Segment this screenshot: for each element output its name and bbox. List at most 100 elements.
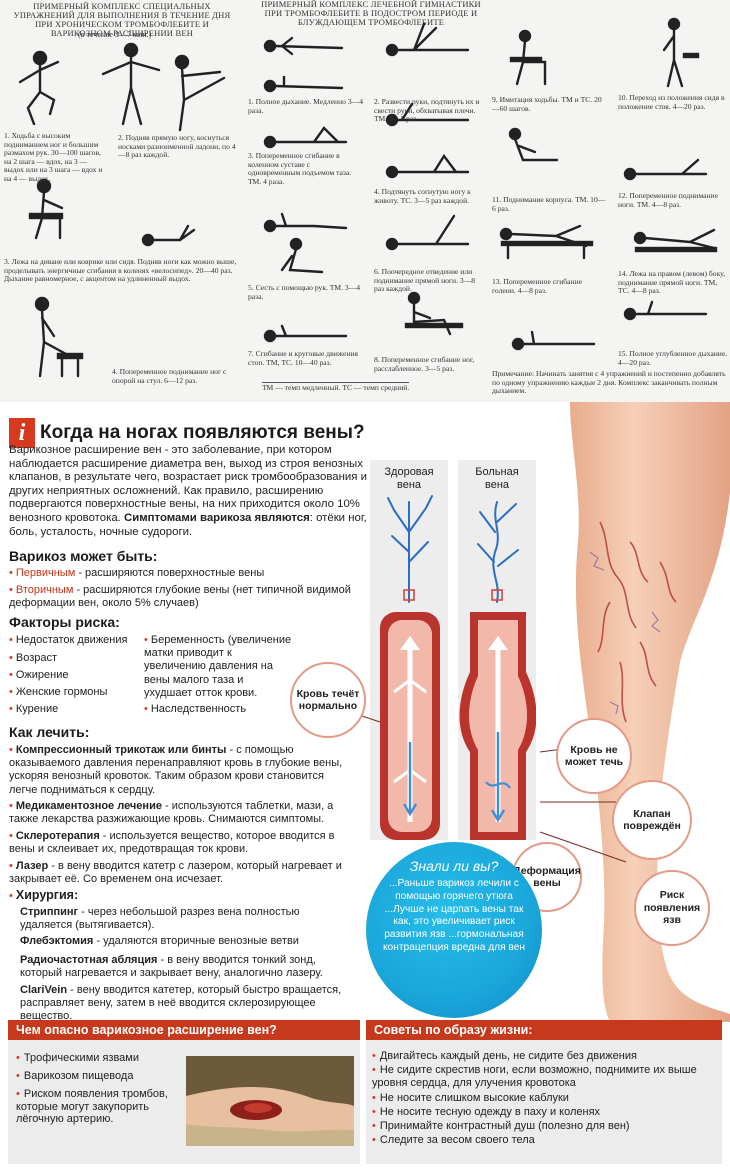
tips-box — [366, 1040, 722, 1164]
exercise-figure — [95, 40, 175, 130]
exercise-sheet: ПРИМЕРНЫЙ КОМПЛЕКС СПЕЦИАЛЬНЫХ УПРАЖНЕНИ… — [0, 0, 730, 402]
bubble-ulcer-risk: Риск появления язв — [634, 870, 710, 946]
exercise-figure — [510, 330, 600, 356]
exercise-figure — [262, 322, 352, 348]
exercise-text: 1. Полное дыхание. Медленно 3—4 раза. — [248, 97, 364, 115]
did-you-know-text: ...Раньше варикоз лечили с помощью горяч… — [382, 878, 526, 953]
exercise-figure — [400, 290, 470, 340]
surgery-text: - через небольшой разрез вена полностью … — [20, 906, 300, 932]
bullet-icon: • — [16, 1052, 20, 1064]
surgery-item: Флебэктомия - удаляются вторичные венозн… — [20, 935, 350, 948]
type-text: - расширяются глубокие вены (нет типично… — [9, 584, 351, 610]
bullet-icon: • — [372, 1064, 376, 1076]
danger-item: •Трофическими язвами — [16, 1052, 176, 1065]
exercise-figure — [10, 48, 70, 128]
exercise-figure — [384, 212, 474, 252]
exercise-text: 3. Попеременное сгибание в коленном суст… — [248, 151, 352, 186]
intro-symptoms-list: : отёки ног, боль, усталость, ночные суд… — [9, 511, 367, 538]
risk-item: •Беременность (увеличение матки приводит… — [144, 634, 294, 700]
exercise-text: 3. Лежа на диване или коврике или сидя. … — [4, 257, 237, 284]
surgery-text: - в вену вводится тонкий зонд, который н… — [20, 954, 323, 980]
tips-heading: Советы по образу жизни: — [366, 1020, 722, 1040]
exercise-text: 2. Подняв прямую ногу, коснуться носками… — [118, 133, 236, 160]
exercise-figure — [262, 120, 352, 150]
bullet-icon: • — [16, 1070, 20, 1082]
risk-heading: Факторы риска: — [9, 614, 120, 630]
right-sheet-header: ПРИМЕРНЫЙ КОМПЛЕКС ЛЕЧЕБНОЙ ГИМНАСТИКИ П… — [261, 0, 481, 27]
risk-item: •Курение — [9, 703, 58, 716]
risk-item: •Недостаток движения — [9, 634, 127, 647]
exercise-text: 10. Переход из положения сидя в положени… — [618, 93, 725, 111]
surgery-term: Флебэктомия — [20, 935, 94, 947]
bullet-icon: • — [9, 634, 13, 646]
type-item: •Вторичным - расширяются глубокие вены (… — [9, 584, 369, 610]
risk-item: •Наследственность — [144, 703, 246, 716]
risk-text: Женские гормоны — [15, 686, 108, 698]
bullet-icon: • — [9, 567, 13, 579]
danger-text: Риском появления тромбов, которые могут … — [16, 1088, 168, 1126]
did-you-know-title: Знали ли вы? — [409, 858, 499, 874]
danger-text: Варикозом пищевода — [23, 1070, 134, 1082]
tempo-legend: ТМ — темп медленный. ТС — темп средний. — [262, 382, 410, 392]
bullet-icon: • — [9, 703, 13, 715]
varicose-infographic: i Когда на ногах появляются вены? Варико… — [0, 402, 730, 1168]
risk-text: Возраст — [15, 652, 58, 664]
exercise-text: 7. Сгибание и круговые движения стоп. ТМ… — [248, 349, 358, 367]
exercise-figure — [262, 206, 352, 236]
surgery-term: Радиочастотная абляция — [20, 954, 158, 966]
danger-item: •Варикозом пищевода — [16, 1070, 176, 1083]
surgery-text: - удаляются вторичные венозные ветви — [93, 935, 299, 947]
treatment-text: - используются таблетки, мази, а также л… — [9, 800, 334, 826]
bullet-icon: • — [16, 1088, 20, 1100]
intro-paragraph: Варикозное расширение вен - это заболева… — [9, 444, 367, 539]
bubble-flow-normal: Кровь течёт нормально — [290, 662, 366, 738]
treatment-item: •Склеротерапия - используется вещество, … — [9, 830, 351, 856]
exercise-figure — [384, 150, 474, 180]
exercise-text: 9. Имитация ходьбы. ТМ и ТС. 20—60 шагов… — [492, 95, 602, 113]
exercise-figure — [140, 220, 200, 250]
exercise-figure — [496, 220, 596, 260]
surgery-heading-label: Хирургия: — [15, 888, 79, 902]
exercise-figure — [652, 16, 702, 90]
risk-item: •Женские гормоны — [9, 686, 107, 699]
healthy-vein-label: Здоровая вена — [384, 466, 434, 491]
bullet-icon: • — [9, 744, 13, 756]
exercise-figure — [505, 126, 565, 166]
exercise-figure — [384, 20, 474, 60]
bullet-icon: • — [372, 1106, 376, 1118]
exercise-text: 1. Ходьба с высоким подниманием ног и бо… — [4, 131, 103, 183]
intro-text: Варикозное расширение вен - это заболева… — [9, 444, 367, 524]
surgery-text: - вену вводится катетер, который быстро … — [20, 984, 342, 1023]
surgery-term: ClariVein — [20, 984, 68, 996]
treatment-item: •Лазер - в вену вводится катетр с лазеро… — [9, 860, 351, 886]
surgery-item: ClariVein - вену вводится катетер, котор… — [20, 984, 350, 1024]
bubble-valve-damaged: Клапан повреждён — [612, 780, 692, 860]
type-term: Первичным — [15, 567, 76, 579]
risk-text: Наследственность — [150, 703, 247, 715]
type-text: - расширяются поверхностные вены — [75, 567, 265, 579]
did-you-know-circle: Знали ли вы? ...Раньше варикоз лечили с … — [366, 842, 542, 1018]
treatment-text: - используется вещество, которое вводитс… — [9, 830, 335, 856]
exercise-figure — [262, 236, 332, 280]
danger-text: Трофическими язвами — [23, 1052, 140, 1064]
bullet-icon: • — [9, 584, 13, 596]
tip-item: •Не носите слишком высокие каблуки — [372, 1092, 718, 1105]
exercise-figure — [160, 52, 240, 132]
treatment-term: Склеротерапия — [15, 830, 100, 842]
sick-vein-label: Больная вена — [475, 466, 519, 491]
bubble-flow-stopped: Кровь не может течь — [556, 718, 632, 794]
exercise-figure — [622, 156, 712, 186]
left-sheet-header: ПРИМЕРНЫЙ КОМПЛЕКС СПЕЦИАЛЬНЫХ УПРАЖНЕНИ… — [13, 1, 231, 38]
exercise-figure — [505, 28, 555, 88]
risk-item: •Возраст — [9, 652, 57, 665]
surgery-item: Стриппинг - через небольшой разрез вена … — [20, 906, 350, 932]
risk-text: Недостаток движения — [15, 634, 128, 646]
bullet-icon: • — [9, 686, 13, 698]
risk-item: •Ожирение — [9, 669, 69, 682]
bullet-icon: • — [372, 1134, 376, 1146]
risk-text: Ожирение — [15, 669, 69, 681]
danger-heading: Чем опасно варикозное расширение вен? — [8, 1020, 360, 1040]
tip-item: •Не носите тесную одежду в паху и коленя… — [372, 1106, 718, 1119]
left-sheet-subheader: (в течение 3—7 мин.) — [78, 30, 152, 39]
treatment-term: Медикаментозное лечение — [15, 800, 162, 812]
